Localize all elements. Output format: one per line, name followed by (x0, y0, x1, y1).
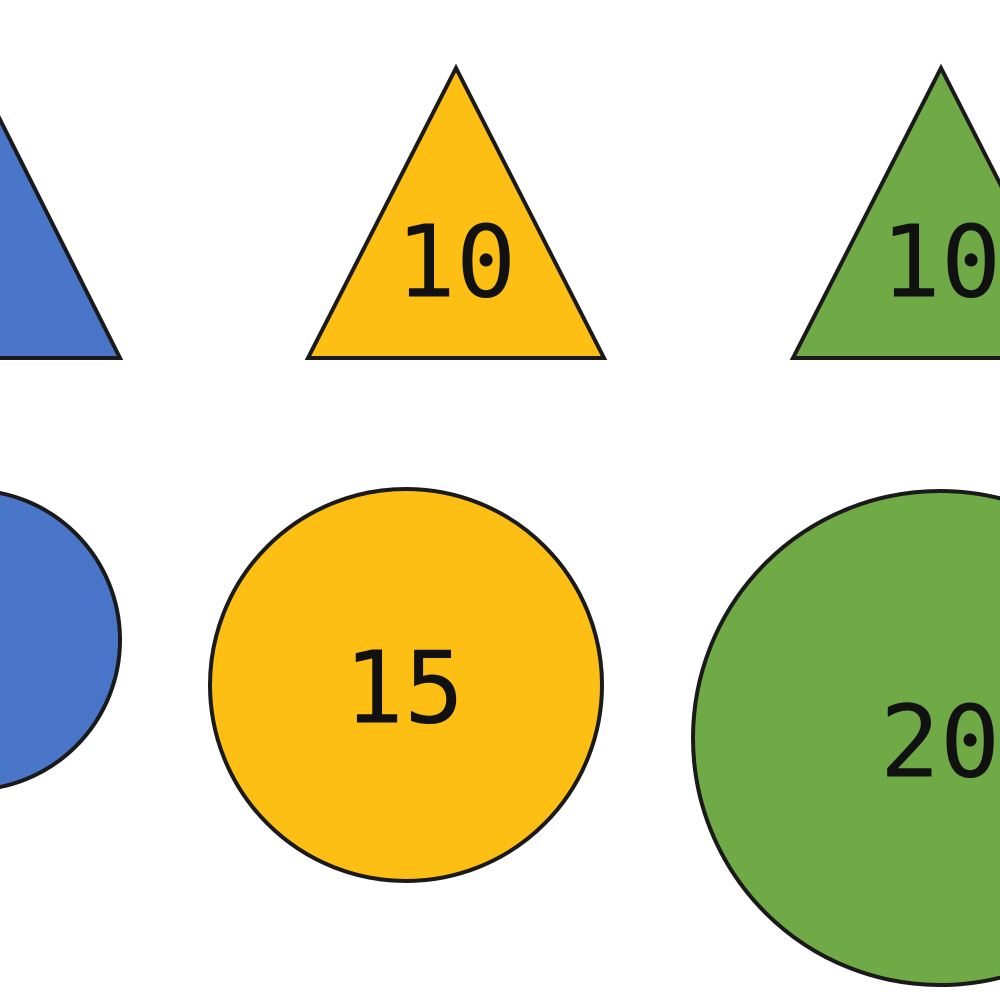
triangle-green: 10 (789, 63, 1000, 360)
circle-blue-label: 0 (0, 587, 5, 704)
circle-blue-shape (0, 491, 122, 789)
circle-green-label: 20 (880, 684, 1000, 801)
circle-green: 20 (691, 489, 1000, 987)
circle-yellow: 15 (208, 487, 604, 883)
triangle-blue-label: 0 (0, 204, 5, 321)
circle-blue: 0 (0, 491, 122, 789)
triangle-blue-shape (0, 115, 124, 360)
triangle-yellow: 10 (304, 63, 608, 360)
circle-yellow-label: 15 (344, 630, 464, 747)
triangle-yellow-label: 10 (396, 204, 516, 321)
triangle-green-label: 10 (881, 204, 1000, 321)
triangle-yellow-shape (304, 63, 608, 360)
triangle-green-shape (789, 63, 1000, 360)
triangle-blue: 0 (0, 115, 124, 360)
circle-green-shape (691, 489, 1000, 987)
circle-yellow-shape (208, 487, 604, 883)
